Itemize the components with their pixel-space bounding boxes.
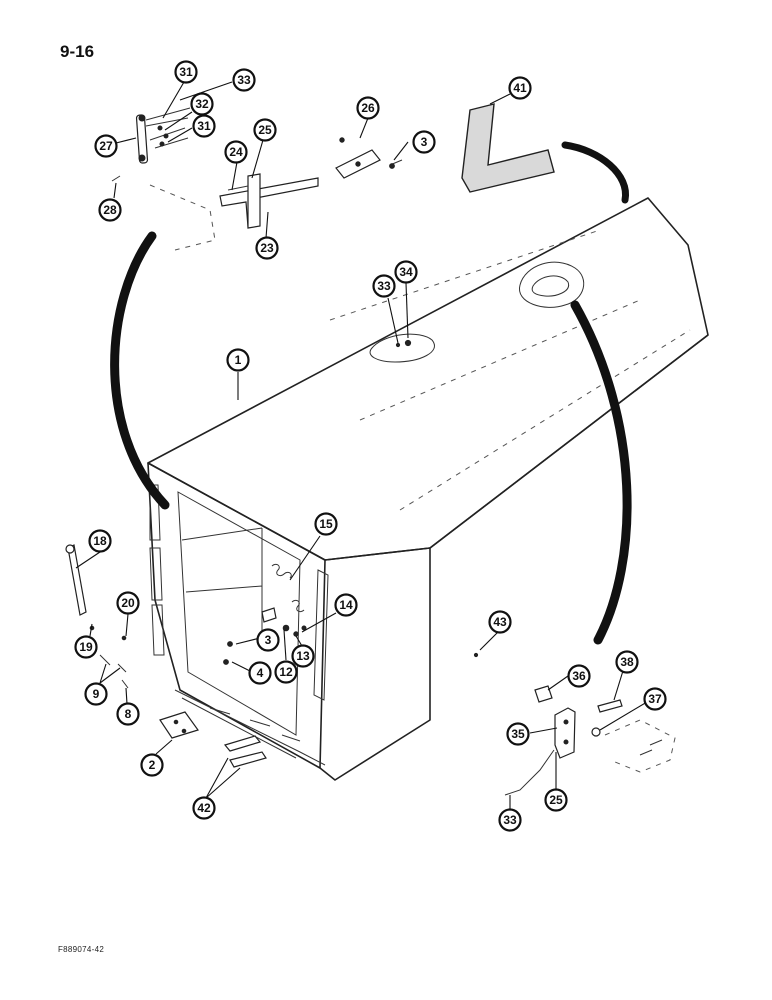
svg-text:26: 26 [361, 101, 375, 115]
svg-text:41: 41 [513, 81, 527, 95]
svg-text:36: 36 [572, 669, 586, 683]
svg-text:9: 9 [93, 687, 100, 701]
svg-text:32: 32 [195, 97, 209, 111]
callout-35: 35 [506, 722, 530, 746]
svg-text:33: 33 [503, 813, 517, 827]
svg-text:34: 34 [399, 265, 413, 279]
callout-18: 18 [88, 529, 112, 553]
callout-32: 32 [190, 92, 214, 116]
callout-25: 25 [253, 118, 277, 142]
svg-text:20: 20 [121, 596, 135, 610]
svg-text:4: 4 [257, 666, 264, 680]
svg-text:2: 2 [149, 758, 156, 772]
svg-text:23: 23 [260, 241, 274, 255]
routing-arc-lower [570, 300, 632, 645]
callout-4: 4 [248, 661, 272, 685]
svg-text:33: 33 [237, 73, 251, 87]
svg-text:31: 31 [197, 119, 211, 133]
hood-left-strut [149, 484, 165, 656]
callout-3: 3 [256, 628, 280, 652]
lower-right-latch-parts [504, 685, 676, 796]
callout-8: 8 [116, 702, 140, 726]
callout-33: 33 [232, 68, 256, 92]
lower-left-parts [65, 544, 267, 768]
svg-text:27: 27 [99, 139, 113, 153]
page-number: 9-16 [60, 42, 95, 61]
callout-20: 20 [116, 591, 140, 615]
inner-latch-parts [223, 563, 479, 665]
callout-41: 41 [508, 76, 532, 100]
hood-bottom-lip [174, 689, 326, 766]
callout-31: 31 [174, 60, 198, 84]
svg-text:1: 1 [235, 353, 242, 367]
callout-2: 2 [140, 753, 164, 777]
callout-13: 13 [291, 644, 315, 668]
callout-43: 43 [488, 610, 512, 634]
callout-37: 37 [643, 687, 667, 711]
svg-text:25: 25 [549, 793, 563, 807]
svg-text:24: 24 [229, 145, 243, 159]
svg-text:14: 14 [339, 598, 353, 612]
svg-text:42: 42 [197, 801, 211, 815]
callout-24: 24 [224, 140, 248, 164]
latch-opening [369, 333, 435, 363]
svg-text:31: 31 [179, 65, 193, 79]
svg-text:8: 8 [125, 707, 132, 721]
hood-inner-shelf [181, 527, 263, 650]
hood-assembly [147, 197, 709, 781]
svg-text:18: 18 [93, 534, 107, 548]
figure-code: F889074-42 [58, 945, 105, 954]
svg-text:12: 12 [279, 665, 293, 679]
svg-text:37: 37 [648, 692, 662, 706]
callout-26: 26 [356, 96, 380, 120]
svg-text:33: 33 [377, 279, 391, 293]
svg-text:3: 3 [265, 633, 272, 647]
callout-27: 27 [94, 134, 118, 158]
svg-text:28: 28 [103, 203, 117, 217]
svg-text:3: 3 [421, 135, 428, 149]
callout-15: 15 [314, 512, 338, 536]
routing-arc-right [561, 141, 629, 204]
foam-gasket [461, 103, 555, 193]
svg-text:38: 38 [620, 655, 634, 669]
callout-36: 36 [567, 664, 591, 688]
hood-rear-edge [429, 334, 709, 549]
callout-34: 34 [394, 260, 418, 284]
routing-arc-left [110, 231, 170, 510]
mounting-plate [335, 137, 403, 179]
hood-side-panel [319, 547, 431, 781]
svg-text:15: 15 [319, 517, 333, 531]
hood-right-strut [313, 569, 329, 701]
callout-33: 33 [498, 808, 522, 832]
svg-text:43: 43 [493, 615, 507, 629]
fuel-cap-opening [519, 261, 585, 308]
svg-text:13: 13 [296, 649, 310, 663]
svg-text:19: 19 [79, 640, 93, 654]
callout-9: 9 [84, 682, 108, 706]
callout-33: 33 [372, 274, 396, 298]
hood-front-face [147, 462, 326, 769]
latch-linkage-parts [111, 107, 216, 251]
callout-3: 3 [412, 130, 436, 154]
svg-text:25: 25 [258, 123, 272, 137]
callout-31: 31 [192, 114, 216, 138]
hood-inner-opening [177, 491, 301, 736]
callout-23: 23 [255, 236, 279, 260]
callout-25: 25 [544, 788, 568, 812]
callout-12: 12 [274, 660, 298, 684]
leader-lines [75, 81, 653, 810]
callout-38: 38 [615, 650, 639, 674]
callout-28: 28 [98, 198, 122, 222]
callout-1: 1 [226, 348, 250, 372]
svg-text:35: 35 [511, 727, 525, 741]
callout-19: 19 [74, 635, 98, 659]
callout-14: 14 [334, 593, 358, 617]
callout-42: 42 [192, 796, 216, 820]
support-bracket [219, 173, 319, 229]
